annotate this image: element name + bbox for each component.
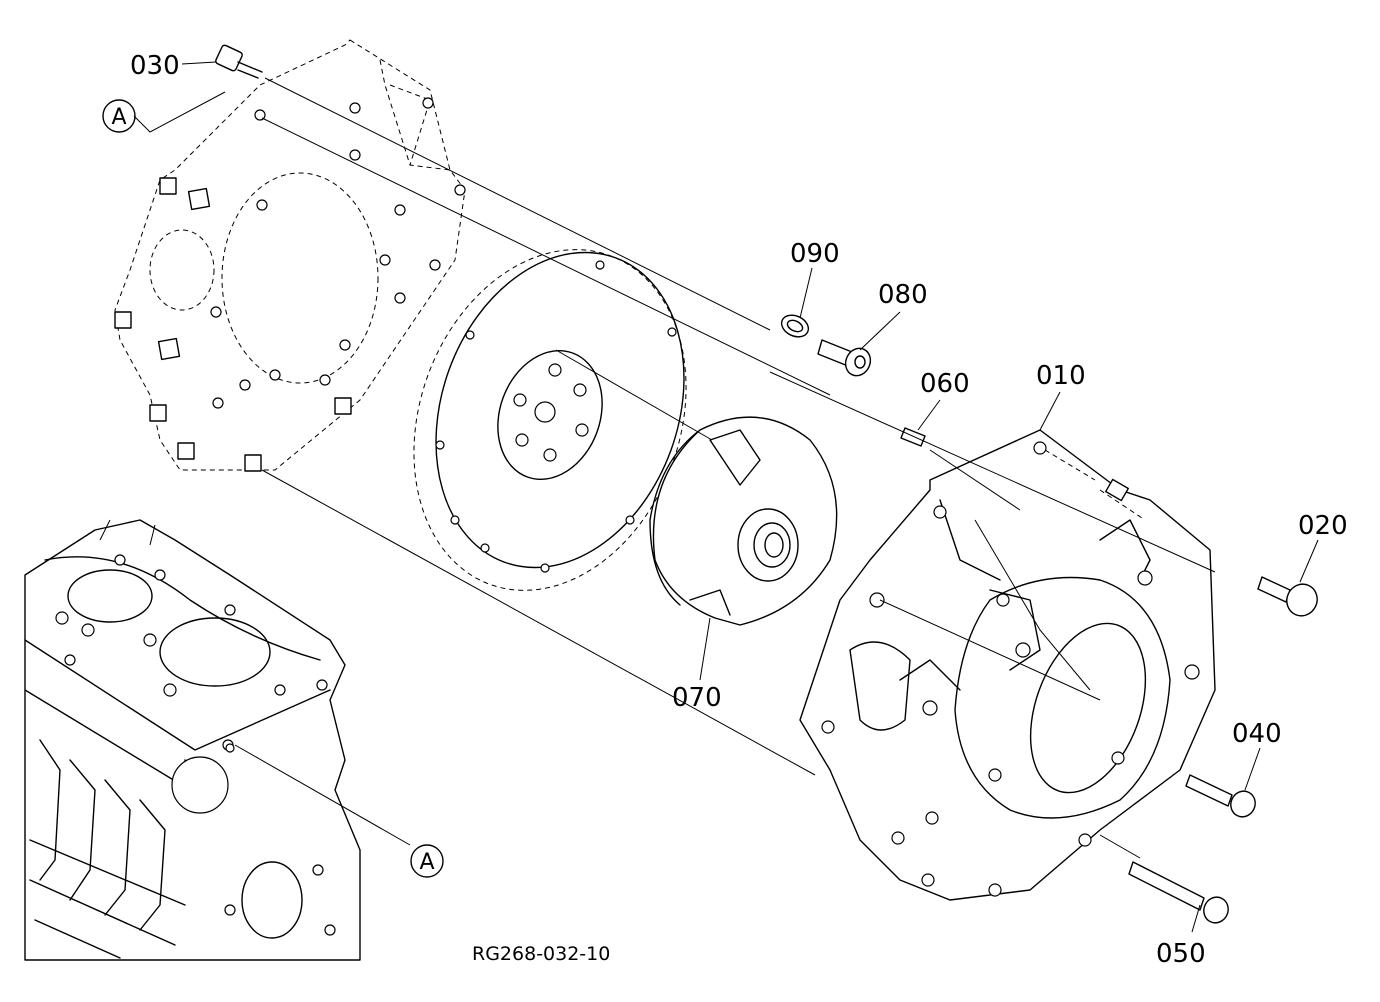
damper: [649, 416, 838, 626]
reference-mark-bottom: A: [410, 844, 444, 878]
flywheel-housing: [799, 429, 1216, 901]
label-070: 070: [672, 683, 722, 713]
reference-mark-top-text: A: [111, 105, 126, 130]
label-020: 020: [1298, 511, 1348, 541]
label-080: 080: [878, 280, 928, 310]
flywheel: [413, 249, 687, 591]
bolt-040: [1185, 774, 1256, 818]
bolt-030: [215, 44, 263, 79]
leader-lines: [133, 61, 1319, 933]
label-030: 030: [130, 51, 180, 81]
bolt-020: [1257, 576, 1318, 617]
label-040: 040: [1232, 719, 1282, 749]
reference-mark-bottom-text: A: [419, 850, 434, 875]
reference-mark-top: A: [102, 99, 136, 133]
label-090: 090: [790, 239, 840, 269]
drawing-code: RG268-032-10: [472, 943, 610, 965]
assembly-lines: [234, 77, 1216, 859]
label-050: 050: [1156, 939, 1206, 969]
washer-090: [780, 314, 810, 338]
label-060: 060: [920, 369, 970, 399]
bolt-080: [817, 339, 872, 377]
pin-060: [900, 427, 926, 447]
label-010: 010: [1036, 361, 1086, 391]
rear-plate: [114, 39, 466, 472]
bolt-050: [1128, 861, 1229, 924]
engine-block: [24, 519, 361, 961]
